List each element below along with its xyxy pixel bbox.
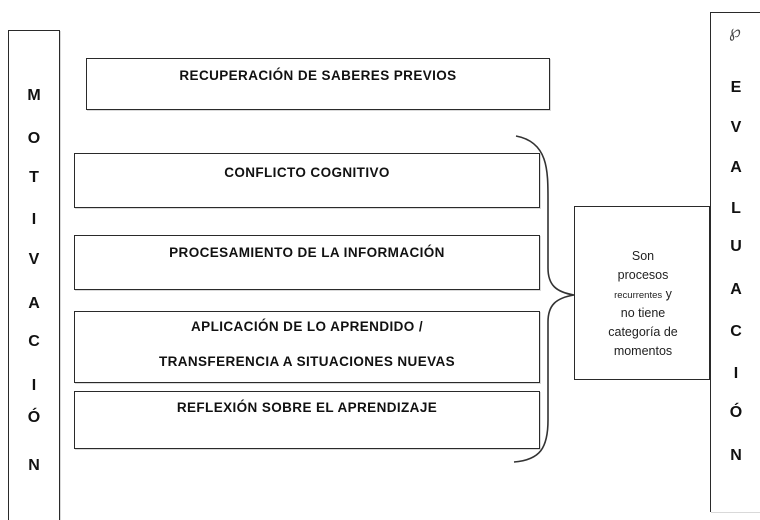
note-line-3-rest: y	[662, 287, 672, 301]
motivacion-letter: N	[28, 457, 40, 474]
note-box: Son procesos recurrentes y no tiene cate…	[574, 206, 710, 380]
step-aplicacion-box	[74, 311, 540, 383]
step-conflicto-box	[74, 153, 540, 208]
step-procesamiento-box	[74, 235, 540, 290]
motivacion-letter: Ó	[27, 409, 41, 426]
motivacion-letter: T	[29, 169, 39, 186]
motivacion-letter: V	[28, 251, 40, 268]
motivacion-letter: C	[28, 333, 40, 350]
evaluacion-letter: E	[730, 79, 742, 96]
motivacion-letter: I	[31, 211, 37, 228]
note-line-2: procesos	[617, 268, 669, 282]
note-line-5: categoría de	[608, 325, 678, 339]
evaluacion-letter: Ó	[729, 404, 743, 421]
step-conflicto-label: CONFLICTO COGNITIVO	[224, 165, 390, 180]
curly-bracket	[513, 135, 575, 463]
step-aplicacion-label-1: APLICACIÓN DE LO APRENDIDO /	[191, 319, 423, 334]
evaluacion-letter: A	[730, 159, 742, 176]
motivacion-column	[8, 30, 60, 520]
evaluacion-letter: C	[730, 323, 742, 340]
evaluacion-letter: V	[730, 119, 742, 136]
step-procesamiento-label: PROCESAMIENTO DE LA INFORMACIÓN	[169, 245, 445, 260]
note-line-1: Son	[631, 249, 655, 263]
note-line-3-small: recurrentes	[614, 290, 663, 301]
note-line-4: no tiene	[620, 306, 666, 320]
note-line-6: momentos	[613, 344, 673, 358]
evaluacion-letter: L	[731, 200, 741, 217]
pinterest-icon: ℘	[729, 22, 741, 42]
evaluacion-letter: A	[730, 281, 742, 298]
step-reflexion-box	[74, 391, 540, 449]
motivacion-letter: I	[31, 377, 37, 394]
motivacion-letter: O	[27, 130, 41, 147]
step-reflexion-label: REFLEXIÓN SOBRE EL APRENDIZAJE	[176, 400, 438, 415]
evaluacion-letter: N	[730, 447, 742, 464]
note-line-3: recurrentes y	[575, 287, 711, 301]
evaluacion-letter: U	[730, 238, 742, 255]
motivacion-letter: A	[28, 295, 40, 312]
step-recuperacion-label: RECUPERACIÓN DE SABERES PREVIOS	[179, 68, 457, 83]
evaluacion-letter: I	[733, 365, 739, 382]
step-aplicacion-label-2: TRANSFERENCIA A SITUACIONES NUEVAS	[158, 354, 456, 369]
evaluacion-column	[710, 12, 760, 512]
step-recuperacion-box	[86, 58, 550, 110]
motivacion-letter: M	[27, 87, 41, 104]
